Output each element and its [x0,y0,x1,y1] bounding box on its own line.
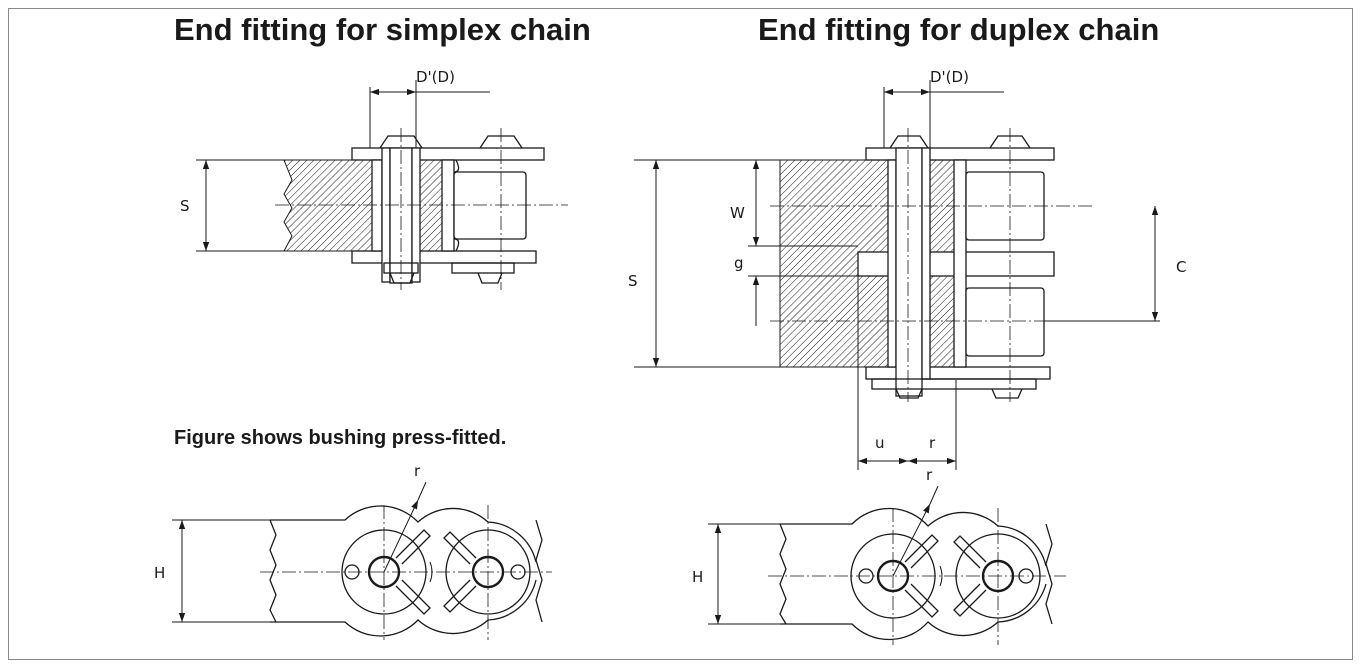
simplex-bushing [419,159,443,252]
dim-u: u [875,434,885,452]
dim-d-prime-duplex: D'(D) [930,68,969,86]
title-duplex: End fitting for duplex chain [758,12,1160,47]
dim-g: g [734,254,744,272]
figure-frame [8,8,1353,660]
dim-h-duplex: H [692,568,703,586]
duplex-bushing-lower [929,275,955,368]
duplex-roller-lower [965,287,1045,357]
simplex-bottom-plate [351,250,537,264]
dim-r-duplex-top: r [929,434,936,452]
simplex-top-view [275,128,568,290]
dim-c: C [1176,258,1186,276]
duplex-top-plate [865,147,1055,161]
dim-s-duplex: S [628,272,638,290]
dim-s-simplex: S [180,197,190,215]
title-simplex: End fitting for simplex chain [174,12,591,47]
duplex-side-view [768,485,1066,645]
simplex-top-plate [351,147,545,161]
dim-w: W [730,204,745,222]
dim-r-simplex: r [414,462,421,480]
simplex-end-block [283,159,373,252]
simplex-side-view [260,481,552,640]
duplex-top-view [770,128,1094,470]
duplex-bottom-plate [865,366,1051,380]
figure-note: Figure shows bushing press-fitted. [174,427,507,449]
dim-r-duplex: r [926,466,933,484]
simplex-roller [453,171,527,240]
dim-d-prime-simplex: D'(D) [416,68,455,86]
dim-h-simplex: H [154,564,165,582]
duplex-pin [895,147,923,397]
